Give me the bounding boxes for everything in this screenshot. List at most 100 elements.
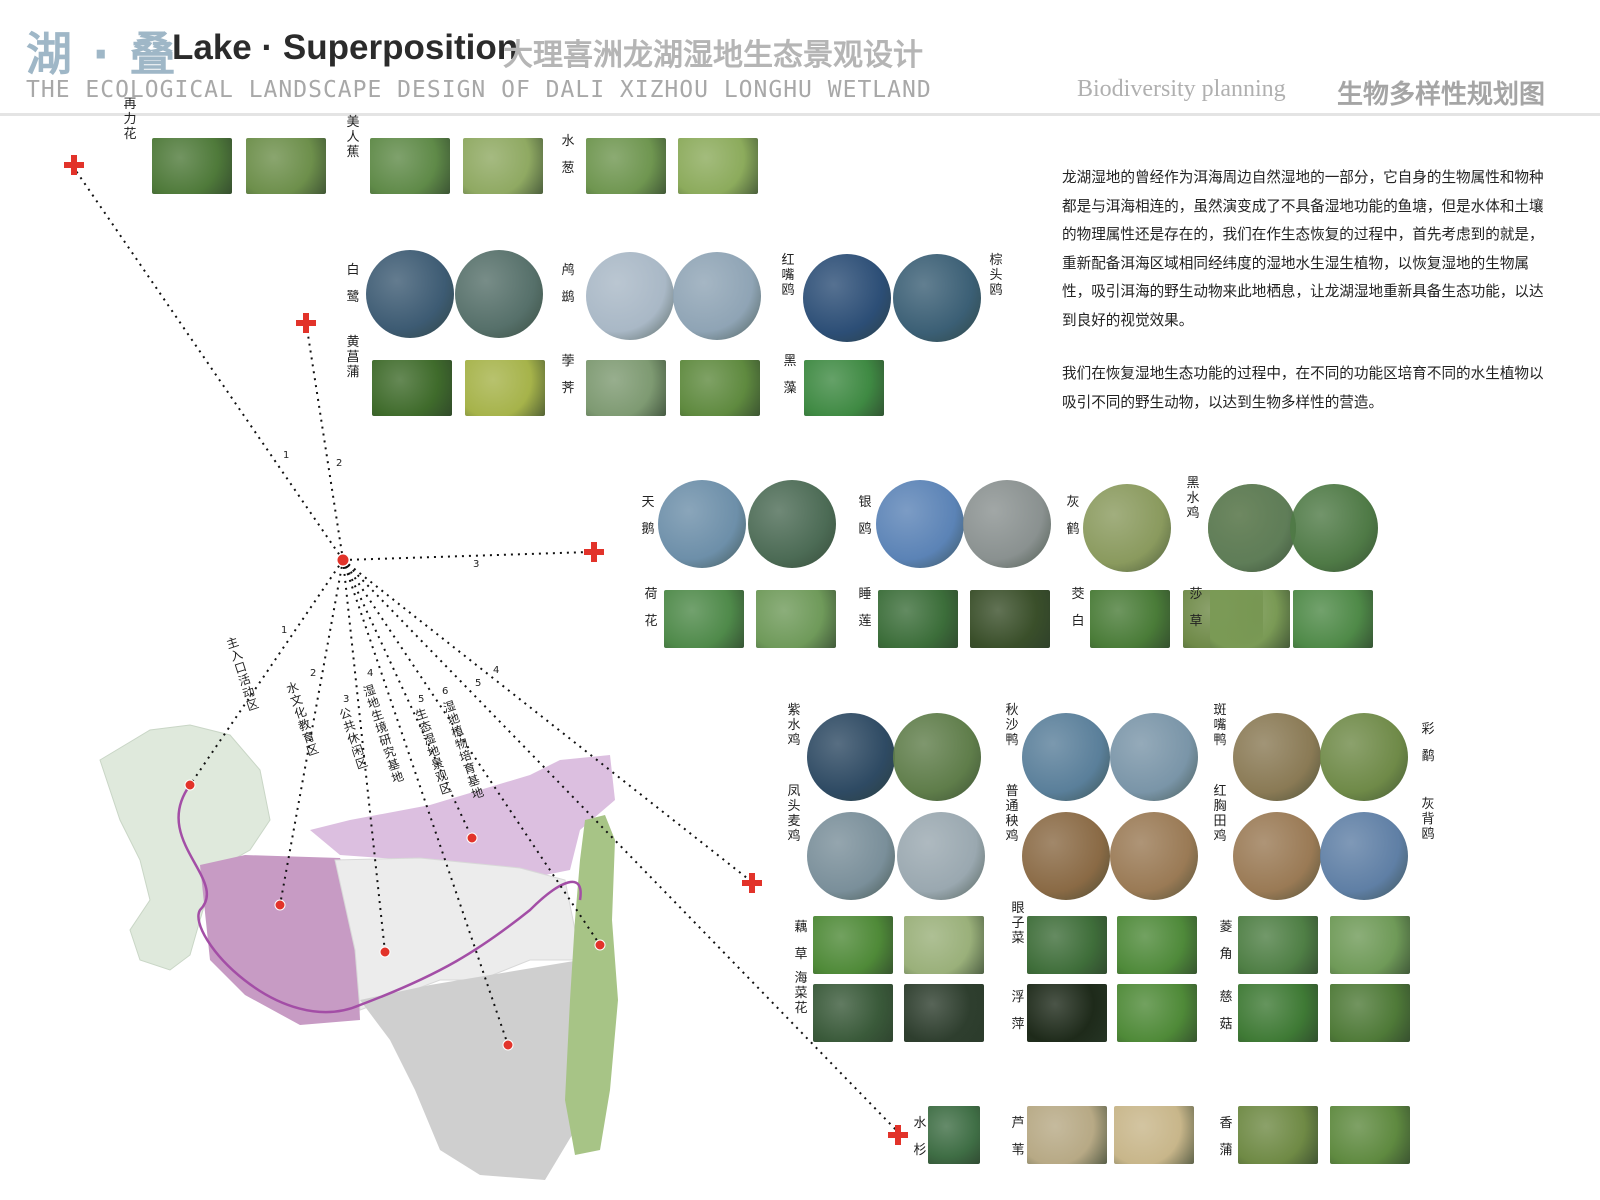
- plant-photo: [680, 360, 760, 416]
- species-label: 天 鹅: [641, 495, 655, 537]
- plant-photo: [370, 138, 450, 194]
- description-text: 龙湖湿地的曾经作为洱海周边自然湿地的一部分，它自身的生物属性和物种都是与洱海相连…: [1062, 164, 1558, 442]
- species-label: 美 人 蕉: [346, 115, 360, 160]
- plant-photo: [928, 1106, 980, 1164]
- bird-photo: [586, 252, 674, 340]
- bird-photo: [1290, 484, 1378, 572]
- line-number: 4: [367, 668, 374, 679]
- bird-photo: [658, 480, 746, 568]
- cross-marker-4: [742, 873, 762, 893]
- species-label: 荸 荠: [561, 354, 575, 396]
- species-label: 紫 水 鸡: [787, 703, 801, 748]
- bird-photo: [673, 252, 761, 340]
- species-label: 水 葱: [561, 134, 575, 176]
- map-path-curve: [177, 784, 582, 1014]
- species-label: 黄 菖 蒲: [346, 335, 360, 380]
- species-label: 红 胸 田 鸡: [1213, 784, 1227, 844]
- line-number: 3: [343, 694, 350, 705]
- bird-photo: [1022, 812, 1110, 900]
- plant-photo: [1330, 984, 1410, 1042]
- plant-photo: [1238, 916, 1318, 974]
- plant-photo: [904, 984, 984, 1042]
- line-number: 3: [473, 559, 480, 570]
- species-label: 灰 鹤: [1066, 495, 1080, 537]
- species-label: 白 鹭: [346, 263, 360, 305]
- plant-photo: [463, 138, 543, 194]
- species-label: 慈 菇: [1219, 990, 1233, 1032]
- species-label: 红 嘴 鸥: [781, 253, 795, 298]
- species-label: 棕 头 鸥: [989, 253, 1003, 298]
- map-zone-purple-north: [310, 755, 615, 880]
- cross-marker-3: [584, 542, 604, 562]
- bird-photo: [1110, 713, 1198, 801]
- bird-photo: [1208, 484, 1296, 572]
- plant-photo: [586, 360, 666, 416]
- bird-photo: [1233, 713, 1321, 801]
- plant-photo: [1117, 984, 1197, 1042]
- plant-photo: [1293, 590, 1373, 648]
- species-label: 香 蒲: [1219, 1116, 1233, 1158]
- species-label: 再 力 花: [123, 97, 137, 142]
- bird-photo: [1233, 812, 1321, 900]
- line-number: 1: [281, 625, 288, 636]
- line-number: 1: [283, 450, 290, 461]
- bird-photo: [803, 254, 891, 342]
- line-number: 6: [442, 686, 449, 697]
- plant-photo: [152, 138, 232, 194]
- description-paragraph-1: 龙湖湿地的曾经作为洱海周边自然湿地的一部分，它自身的生物属性和物种都是与洱海相连…: [1062, 169, 1544, 329]
- plant-photo: [813, 984, 893, 1042]
- species-label: 普 通 秧 鸡: [1005, 784, 1019, 844]
- bird-photo: [1110, 812, 1198, 900]
- bird-photo: [1320, 713, 1408, 801]
- species-label: 藕 草: [794, 920, 808, 962]
- plant-photo: [804, 360, 884, 416]
- map-zone-green-east: [565, 815, 618, 1155]
- species-label: 彩 鹬: [1421, 722, 1435, 764]
- plant-photo: [813, 916, 893, 974]
- bird-photo: [893, 713, 981, 801]
- radial-lines: [73, 167, 899, 1133]
- plant-photo: [1027, 916, 1107, 974]
- plant-photo: [904, 916, 984, 974]
- species-label: 水 杉: [913, 1116, 927, 1158]
- map-zone-white-center: [334, 857, 581, 1011]
- species-label: 荷 花: [644, 587, 658, 629]
- plant-photo: [756, 590, 836, 648]
- species-label: 灰 背 鸥: [1421, 797, 1435, 842]
- species-label: 浮 萍: [1011, 990, 1025, 1032]
- cross-markers: [64, 155, 908, 1145]
- line-number: 5: [418, 694, 425, 705]
- species-label: 芦 苇: [1011, 1116, 1025, 1158]
- bird-photo: [455, 250, 543, 338]
- bird-photo: [366, 250, 454, 338]
- bird-photo: [876, 480, 964, 568]
- species-label: 凤 头 麦 鸡: [787, 784, 801, 844]
- map-zone-grey-south: [360, 960, 590, 1180]
- zone-markers: [184, 779, 606, 1051]
- plant-photo: [1027, 1106, 1107, 1164]
- plant-photo: [897, 360, 977, 416]
- plant-photo: [878, 590, 958, 648]
- plant-photo: [1090, 590, 1170, 648]
- plant-photo: [246, 138, 326, 194]
- species-label: 睡 莲: [858, 587, 872, 629]
- plant-photo: [1330, 916, 1410, 974]
- header-divider: [0, 113, 1600, 116]
- species-label: 眼 子 菜: [1011, 901, 1025, 946]
- species-label: 茭 白: [1071, 587, 1085, 629]
- species-label: 秋 沙 鸭: [1005, 703, 1019, 748]
- bird-photo: [807, 812, 895, 900]
- subtitle-en: THE ECOLOGICAL LANDSCAPE DESIGN OF DALI …: [26, 77, 932, 103]
- plant-photo: [664, 590, 744, 648]
- species-label: 莎 草: [1189, 587, 1203, 629]
- bird-photo: [893, 254, 981, 342]
- cross-marker-2: [296, 313, 316, 333]
- species-label: 黑 藻: [783, 354, 797, 396]
- line-number: 5: [475, 678, 482, 689]
- cross-marker-1: [64, 155, 84, 175]
- plant-photo: [1238, 984, 1318, 1042]
- bird-photo: [897, 812, 985, 900]
- bird-photo: [748, 480, 836, 568]
- page-header: 湖 · 叠 Lake · Superposition 大理喜洲龙湖湿地生态景观设…: [0, 0, 1600, 118]
- plant-photo: [1027, 984, 1107, 1042]
